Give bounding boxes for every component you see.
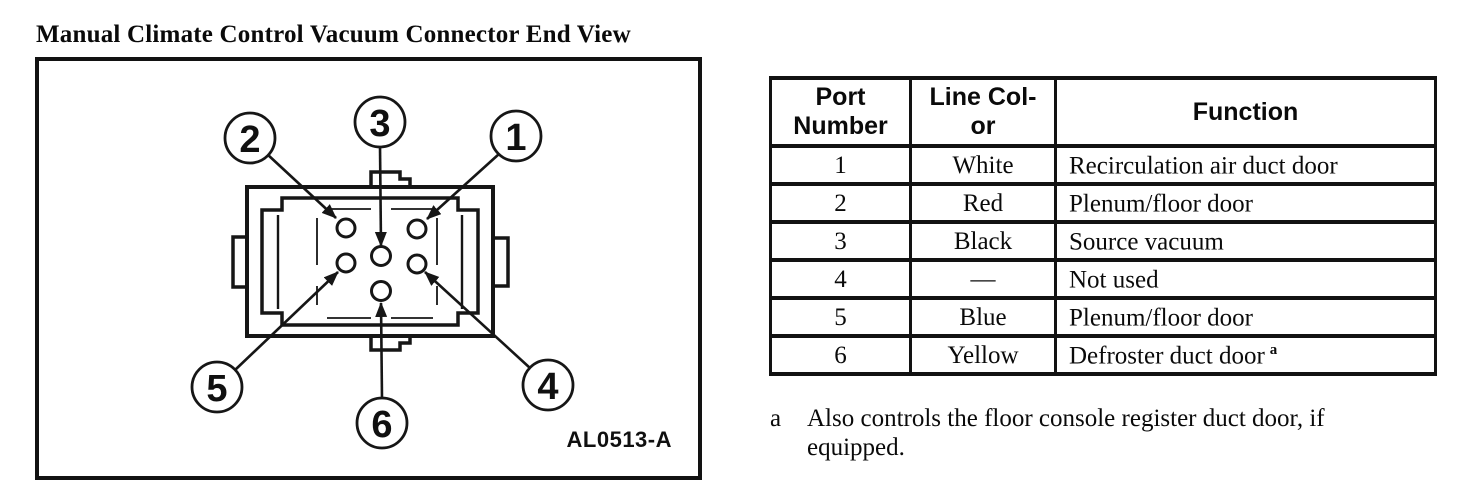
table-row: 2 Red Plenum/floor door (769, 182, 1437, 224)
callout-balloon-4: 4 (521, 358, 575, 412)
port-number-cell: 6 (769, 334, 912, 376)
port-hole-1 (406, 218, 428, 240)
connector-svg: 2 3 1 5 4 6 AL0513-A (190, 95, 672, 452)
callout-arrow-2 (266, 153, 337, 219)
connector-top-tab (369, 170, 412, 187)
pin-frame (316, 208, 438, 319)
page-title: Manual Climate Control Vacuum Connector … (36, 21, 631, 48)
col-header-line-color: Line Col- or (909, 76, 1057, 148)
footnote-marker: a (770, 405, 782, 432)
line-color-cell: Black (909, 220, 1057, 262)
line-color-cell: — (909, 258, 1057, 300)
port-number-cell: 2 (769, 182, 912, 224)
callout-balloon-3: 3 (353, 95, 407, 149)
callout-number: 3 (369, 103, 390, 145)
line-color-cell: Blue (909, 296, 1057, 338)
table-row: 4 — Not used (769, 258, 1437, 300)
callout-arrow-4 (424, 271, 531, 369)
footnote: a Also controls the floor console regist… (770, 404, 1325, 462)
connector-shroud (260, 196, 480, 327)
port-hole-5 (335, 252, 357, 274)
callout-number: 4 (537, 366, 558, 408)
function-cell: Plenum/floor door (1054, 182, 1437, 224)
port-number-cell: 1 (769, 144, 912, 186)
line-color-cell: Yellow (909, 334, 1057, 376)
connector-left-tab (231, 235, 247, 289)
function-cell: Plenum/floor door (1054, 296, 1437, 338)
callout-arrow-3 (374, 145, 387, 247)
table-row: 3 Black Source vacuum (769, 220, 1437, 262)
col-header-port-number: Port Number (769, 76, 912, 148)
table-header-row: Port Number Line Col- or Function (769, 76, 1437, 148)
port-number-cell: 5 (769, 296, 912, 338)
port-number-cell: 3 (769, 220, 912, 262)
callout-balloon-1: 1 (489, 109, 543, 163)
callout-number: 5 (206, 368, 227, 410)
function-cell: Source vacuum (1054, 220, 1437, 262)
callout-balloon-5: 5 (190, 360, 244, 414)
port-number-cell: 4 (769, 258, 912, 300)
footnote-text: Also controls the floor console register… (807, 405, 1325, 461)
callout-arrow-1 (426, 153, 500, 220)
connector-right-tab (493, 236, 510, 288)
table-row: 5 Blue Plenum/floor door (769, 296, 1437, 338)
port-table: Port Number Line Col- or Function 1 Whit… (769, 76, 1437, 376)
port-hole-3 (370, 245, 392, 267)
callout-number: 1 (505, 117, 526, 159)
port-hole-6 (370, 280, 392, 302)
line-color-cell: Red (909, 182, 1057, 224)
function-cell: Not used (1054, 258, 1437, 300)
callout-number: 6 (371, 404, 392, 446)
footnote-ref: a (1269, 341, 1278, 358)
callout-balloon-2: 2 (223, 111, 277, 165)
col-header-function: Function (1054, 76, 1437, 148)
connector-bottom-tab (369, 336, 412, 352)
figure-code: AL0513-A (567, 427, 672, 452)
table-row: 1 White Recirculation air duct door (769, 144, 1437, 186)
port-hole-2 (335, 217, 357, 239)
port-hole-4 (406, 253, 428, 275)
callout-arrow-5 (234, 271, 339, 371)
callout-number: 2 (239, 119, 260, 161)
callout-balloon-6: 6 (355, 396, 409, 450)
connector-diagram: 2 3 1 5 4 6 AL0513-A (35, 57, 702, 480)
function-cell: Recirculation air duct door (1054, 144, 1437, 186)
callout-arrow-6 (375, 302, 388, 400)
line-color-cell: White (909, 144, 1057, 186)
